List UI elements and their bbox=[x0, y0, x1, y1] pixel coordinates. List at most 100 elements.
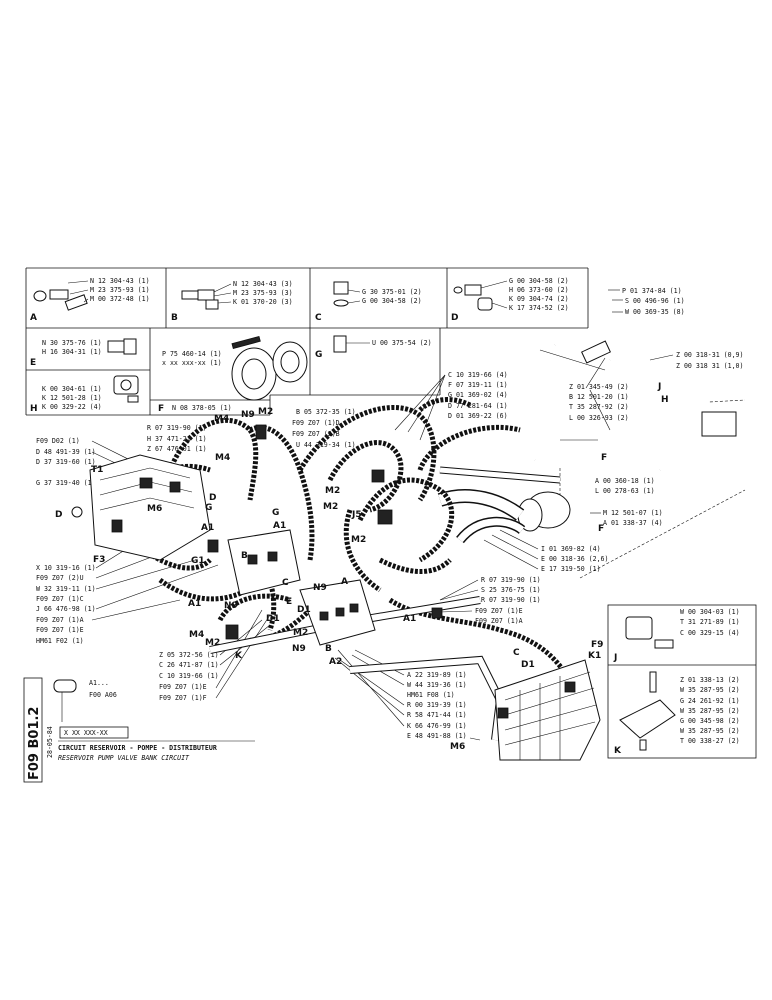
center-top-label: D 77 281-64 (1) bbox=[448, 402, 508, 410]
callout: M2 bbox=[205, 638, 220, 648]
callout: N9 bbox=[241, 410, 255, 420]
hose-fitting-icon bbox=[53, 679, 77, 693]
fitting-part bbox=[107, 340, 125, 353]
right-label: B 12 501-20 (1) bbox=[569, 393, 629, 401]
box-k-line-1: Z 01 338-13 (2) bbox=[680, 676, 740, 684]
box-k-letter: K bbox=[614, 746, 622, 756]
callout: G1 bbox=[191, 556, 205, 566]
right-label: L 00 326-93 (2) bbox=[569, 414, 629, 422]
reservoir-assembly bbox=[437, 339, 746, 579]
box-h-line-1: K 00 304-61 (1) bbox=[42, 385, 102, 393]
left-lower-label: W 32 319-11 (1) bbox=[36, 585, 96, 593]
center-top-label: G 01 369-02 (4) bbox=[448, 391, 508, 399]
bolt-part bbox=[654, 639, 674, 649]
valve-bank bbox=[494, 659, 601, 761]
right-label: A 00 360-18 (1) bbox=[595, 477, 655, 485]
callout: N9 bbox=[292, 644, 306, 654]
lower-mid-label: E 17 319-50 (1) bbox=[541, 565, 601, 573]
adapter-part bbox=[333, 335, 347, 353]
callout: C bbox=[282, 578, 289, 588]
left-lower-label: F09 Z07 (1)C bbox=[36, 595, 84, 603]
center-label: F09 Z07 (1)E bbox=[475, 607, 523, 615]
cap-part bbox=[477, 297, 493, 311]
drawing-date: 28-05-84 bbox=[46, 726, 54, 758]
callout: D1 bbox=[521, 660, 535, 670]
center-label-group: R 07 319-90 (1) S 25 376-75 (1) R 07 319… bbox=[439, 576, 541, 625]
box-d-line-1: G 00 304-58 (2) bbox=[509, 277, 569, 285]
callout: M2 bbox=[325, 486, 340, 496]
box-c-letter: C bbox=[315, 313, 322, 323]
callout: H bbox=[661, 395, 669, 405]
callout: G bbox=[205, 503, 212, 513]
box-k-line-5: G 00 345-98 (2) bbox=[680, 717, 740, 725]
butterfly-valve-part bbox=[231, 335, 308, 401]
box-b-letter: B bbox=[171, 313, 178, 323]
box-d-line-2: H 06 373-60 (2) bbox=[509, 286, 569, 294]
title-block: F09 B01.2 28-05-84 X XX XXX-XX CIRCUIT R… bbox=[23, 677, 255, 783]
box-k-line-7: T 00 338-27 (2) bbox=[680, 737, 740, 745]
left-top-label: Z 67 476-01 (1) bbox=[147, 445, 207, 453]
right-label: W 00 369-35 (8) bbox=[625, 308, 685, 316]
callout: B bbox=[241, 551, 248, 561]
left-top-label-group: R 07 319-90 (1) H 37 471-21 (1) Z 67 476… bbox=[147, 424, 207, 453]
callout: C bbox=[513, 648, 520, 658]
callout: F3 bbox=[93, 555, 105, 565]
box-e: E N 30 375-76 (1) H 16 304-31 (1) bbox=[30, 338, 137, 368]
callout-labels: M4 N9 M2 M4 T1 M6 G D D F3 A1 G1 B G A1 … bbox=[55, 382, 669, 752]
box-h-line-2: K 12 501-28 (1) bbox=[42, 394, 102, 402]
fitting-part bbox=[625, 616, 653, 640]
center-label: F09 Z07 (1)A bbox=[475, 617, 523, 625]
box-a-line-2: M 23 375-93 (1) bbox=[90, 286, 150, 294]
left-label: D 48 491-39 (1) bbox=[36, 448, 96, 456]
mid-label: F09 Z07 (2)B bbox=[292, 430, 340, 438]
right-label: Z 01 345-49 (2) bbox=[569, 383, 629, 391]
bottom-left-label-group: Z 05 372-56 (1) C 26 471-87 (1) C 10 319… bbox=[159, 609, 271, 702]
seal-part bbox=[453, 286, 463, 294]
callout: M4 bbox=[214, 414, 229, 424]
callout: M2 bbox=[258, 407, 273, 417]
box-j-letter: J bbox=[613, 653, 617, 663]
lower-mid-label: E 00 318-36 (2,6) bbox=[541, 555, 609, 563]
box-h-line-3: K 00 329-22 (4) bbox=[42, 403, 102, 411]
box-d-line-3: K 09 304-74 (2) bbox=[509, 295, 569, 303]
callout: D1 bbox=[297, 605, 311, 615]
callout: M2 bbox=[293, 628, 308, 638]
callout: E bbox=[286, 597, 292, 607]
box-f-letter: F bbox=[158, 404, 164, 414]
callout: K bbox=[235, 651, 243, 661]
callout: D1 bbox=[266, 614, 280, 624]
left-lower-label: F09 Z07 (2)U bbox=[36, 574, 84, 582]
callout: M4 bbox=[189, 630, 204, 640]
box-k-line-2: W 35 287-95 (2) bbox=[680, 686, 740, 694]
left-lower-label: F09 Z07 (1)A bbox=[36, 616, 84, 624]
o-ring-part bbox=[33, 290, 47, 302]
callout: T1 bbox=[91, 465, 103, 475]
center-top-label: D 01 369-22 (6) bbox=[448, 412, 508, 420]
callout: A1 bbox=[273, 521, 286, 531]
bottom-left-label: C 10 319-66 (1) bbox=[159, 672, 219, 680]
callout: J bbox=[657, 382, 661, 392]
bottom-left-label: Z 05 372-56 (1) bbox=[159, 651, 219, 659]
legend: A1... F00 A06 bbox=[53, 679, 117, 722]
callout: K1 bbox=[588, 651, 601, 661]
box-f: P 75 460-14 (1) x xx xxx-xx (1) F N 08 3… bbox=[158, 335, 308, 414]
legend-item: A1... bbox=[89, 679, 109, 687]
center-top-label: C 10 319-66 (4) bbox=[448, 371, 508, 379]
fitting-part bbox=[181, 290, 199, 300]
center-top-label-group: C 10 319-66 (4) F 07 319-11 (1) G 01 369… bbox=[394, 371, 508, 441]
seal-part bbox=[333, 299, 349, 307]
box-b-line-3: K 01 370-20 (3) bbox=[233, 298, 293, 306]
bolt-part bbox=[649, 671, 657, 693]
fitting-part bbox=[464, 284, 482, 296]
callout: D bbox=[209, 493, 216, 503]
bottom-center-label: R 00 319-39 (1) bbox=[407, 701, 467, 709]
reservoir-fitting-part bbox=[701, 411, 737, 437]
center-label: S 25 376-75 (1) bbox=[481, 586, 541, 594]
bottom-center-label: W 44 319-36 (1) bbox=[407, 681, 467, 689]
part-number: X XX XXX-XX bbox=[64, 729, 108, 737]
left-label: F09 D02 (1) bbox=[36, 437, 80, 445]
callout: N9 bbox=[224, 601, 238, 611]
box-h: H K 00 304-61 (1) K 12 501-28 (1) K 00 3… bbox=[30, 375, 139, 414]
callout: G bbox=[272, 508, 279, 518]
